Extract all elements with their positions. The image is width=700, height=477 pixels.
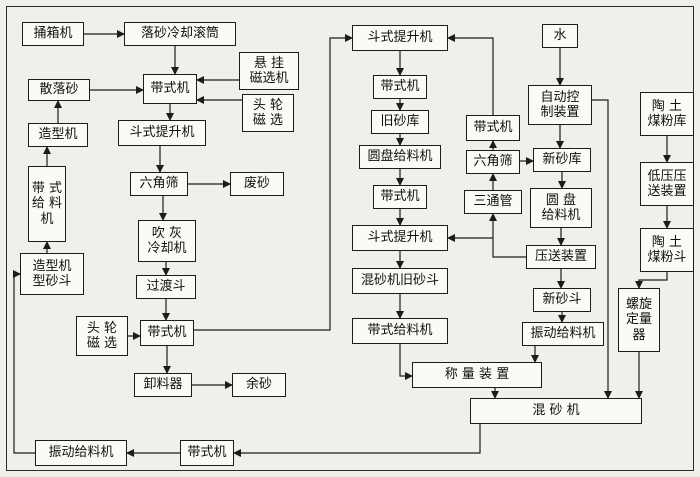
node-new-sand-storage: 新砂库 [533,148,591,172]
node-vibrating-feeder-left: 振动给料机 [35,440,127,466]
node-disc-feeder-2: 圆 盘 给料机 [530,188,592,228]
node-belt-conveyor-1: 带式机 [143,74,197,104]
edge-vibfeeder-to-hopper [13,270,35,454]
edge-pressure-to-threeway [489,213,526,258]
edge-beltfeeder2-to-weigher [399,344,413,380]
node-shakeout-machine: 捅箱机 [22,22,84,46]
node-clay-coal-hopper: 陶 土 煤粉斗 [640,228,694,272]
node-belt-feeder-mid: 带式给料机 [352,318,448,344]
node-waste-sand: 废砂 [230,172,284,196]
node-head-pulley-magnet-1: 头 轮 磁 选 [242,94,294,132]
edge-belt5-to-elevator2 [447,34,494,115]
node-molding-sand-hopper: 造型机 型砂斗 [20,253,84,295]
node-disc-feeder-1: 圆盘给料机 [359,145,441,169]
node-clay-coal-storage: 陶 土 煤粉库 [640,92,694,136]
node-belt-conveyor-bottom: 带式机 [180,440,234,466]
node-belt-conveyor-4: 带式机 [373,185,427,209]
edge-control-to-mixer [592,99,612,399]
node-molding-machine: 造型机 [28,123,88,147]
node-vibrating-feeder-right: 振动给料机 [522,322,604,346]
node-scattered-sand: 散落砂 [28,79,90,101]
node-discharger: 卸料器 [134,373,192,397]
node-hex-screen-1: 六角筛 [130,172,188,196]
node-water: 水 [542,24,578,48]
node-hex-screen-2: 六角筛 [466,150,520,174]
node-surplus-sand: 余砂 [232,373,286,397]
node-weighing-device: 称 量 装 置 [412,362,542,388]
edge-mixer-to-beltbottom [233,424,481,457]
node-three-way-pipe: 三通管 [464,190,522,214]
node-belt-feeder-left: 带 式 给 料 机 [28,166,66,242]
node-sand-cooling-drum: 落砂冷却滚筒 [124,22,236,46]
node-bucket-elevator-1: 斗式提升机 [118,120,206,146]
node-belt-conveyor-5: 带式机 [466,115,520,141]
node-auto-control-device: 自动控 制装置 [528,85,592,125]
node-sand-mixer: 混 砂 机 [470,398,642,424]
node-head-pulley-magnet-2: 头 轮 磁 选 [76,316,128,356]
node-screw-doser: 螺旋 定量 器 [618,288,660,352]
node-old-sand-storage: 旧砂库 [371,110,429,134]
node-belt-conveyor-2: 带式机 [140,320,194,346]
node-mixer-old-sand-hopper: 混砂机旧砂斗 [352,268,448,294]
node-new-sand-hopper: 新砂斗 [533,288,591,312]
node-low-pressure-conveyor: 低压压 送装置 [640,162,694,206]
node-bucket-elevator-2: 斗式提升机 [352,25,448,51]
node-transition-hopper: 过渡斗 [136,275,196,299]
edge-belt2-to-elevator2 [194,34,353,331]
edge-clayhopper-to-screw [635,272,668,289]
node-belt-conveyor-3: 带式机 [373,75,427,99]
node-ash-blowing-cooler: 吹 灰 冷却机 [138,220,196,262]
node-pressure-conveyor: 压送装置 [526,245,596,269]
node-bucket-elevator-3: 斗式提升机 [352,225,448,251]
node-suspended-magnetic-separator: 悬 挂 磁选机 [239,52,299,90]
